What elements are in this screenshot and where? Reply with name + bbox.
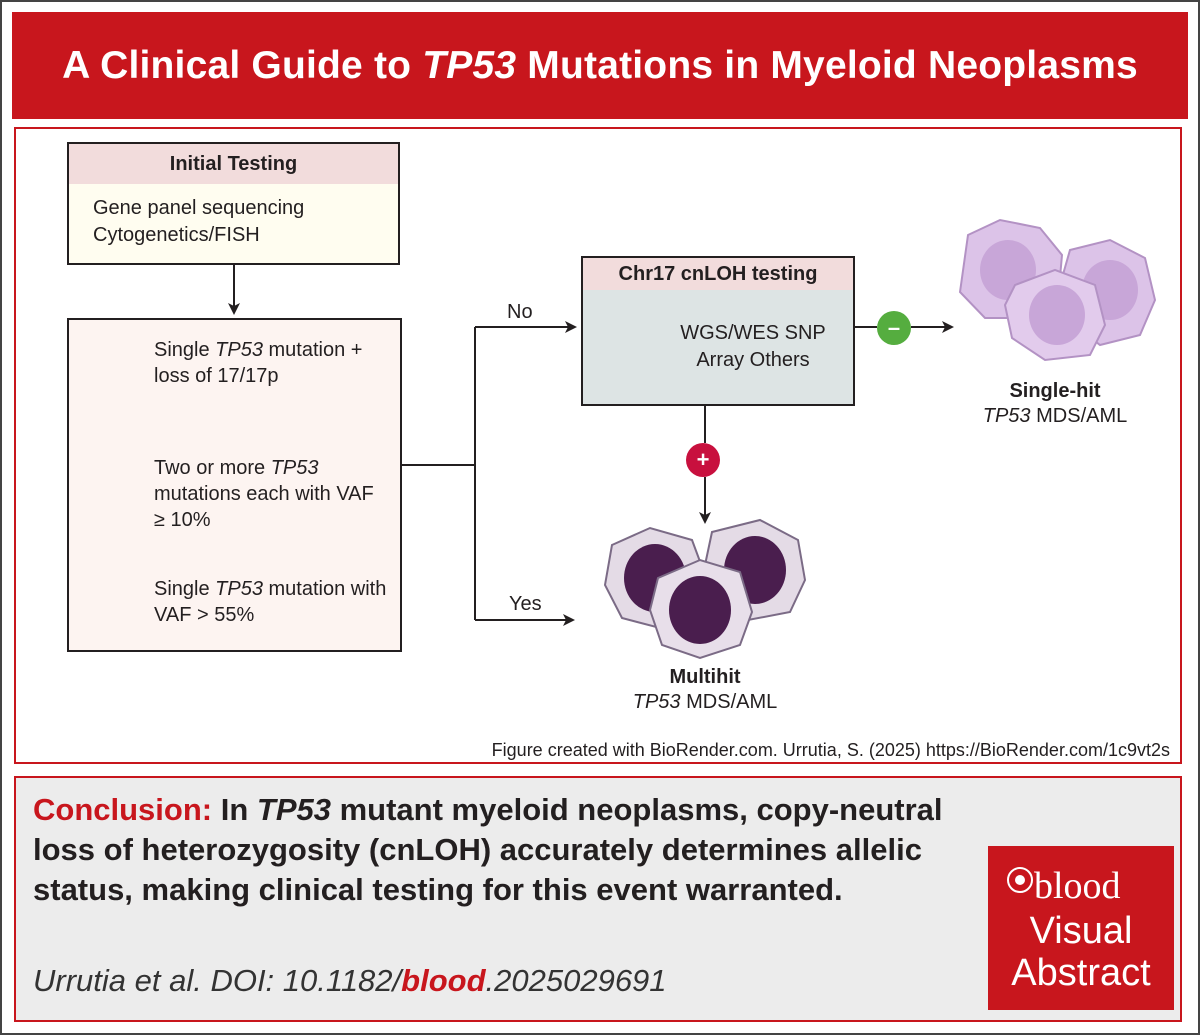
criterion-loss-17p: Single TP53 mutation + loss of 17/17p [154, 339, 363, 387]
multihit-title: Multihit [669, 666, 741, 688]
initial-testing-line: Cytogenetics/FISH [93, 224, 260, 246]
multihit-caption: Multihit TP53 MDS/AML [632, 666, 778, 713]
branch-label-no: No [507, 301, 533, 323]
conclusion-label: Conclusion: [33, 792, 213, 827]
diagram-panel [14, 127, 1182, 764]
initial-testing-heading: Initial Testing [67, 142, 400, 186]
single-hit-cells-illustration [958, 218, 1157, 362]
negative-result-badge: – [877, 311, 911, 345]
criterion-two-mutations: Two or more TP53 mutations each with VAF… [154, 457, 374, 531]
criteria-box [67, 318, 402, 652]
page-title: A Clinical Guide to TP53 Mutations in My… [62, 43, 1138, 87]
blood-visual-abstract-logo [988, 846, 1174, 1010]
cnloh-testing-heading: Chr17 cnLOH testing [581, 256, 855, 292]
multihit-cells-illustration [603, 518, 807, 660]
cnloh-methods: WGS/WES SNP Array Others [680, 322, 826, 371]
title-banner [12, 12, 1188, 119]
badge-visual-abstract: Visual Abstract [1011, 910, 1151, 994]
doi-citation: Urrutia et al. DOI: 10.1182/blood.202502… [33, 963, 667, 998]
initial-testing-body: Gene panel sequencing Cytogenetics/FISH [67, 184, 400, 265]
conclusion-panel [14, 776, 1182, 1022]
single-hit-title: Single-hit [1009, 380, 1101, 402]
blood-logo-icon [1007, 867, 1033, 893]
single-hit-caption: Single-hit TP53 MDS/AML [982, 380, 1128, 427]
cnloh-testing-body [581, 290, 855, 406]
initial-testing-line: Gene panel sequencing [93, 197, 305, 219]
badge-journal-name: blood [1034, 865, 1121, 907]
positive-result-badge: + [686, 443, 720, 477]
criterion-high-vaf: Single TP53 mutation with VAF > 55% [154, 578, 387, 626]
branch-label-yes: Yes [509, 593, 542, 615]
figure-credit: Figure created with BioRender.com. Urrut… [491, 740, 1170, 760]
conclusion-text: Conclusion: In TP53 mutant myeloid neopl… [33, 792, 943, 907]
